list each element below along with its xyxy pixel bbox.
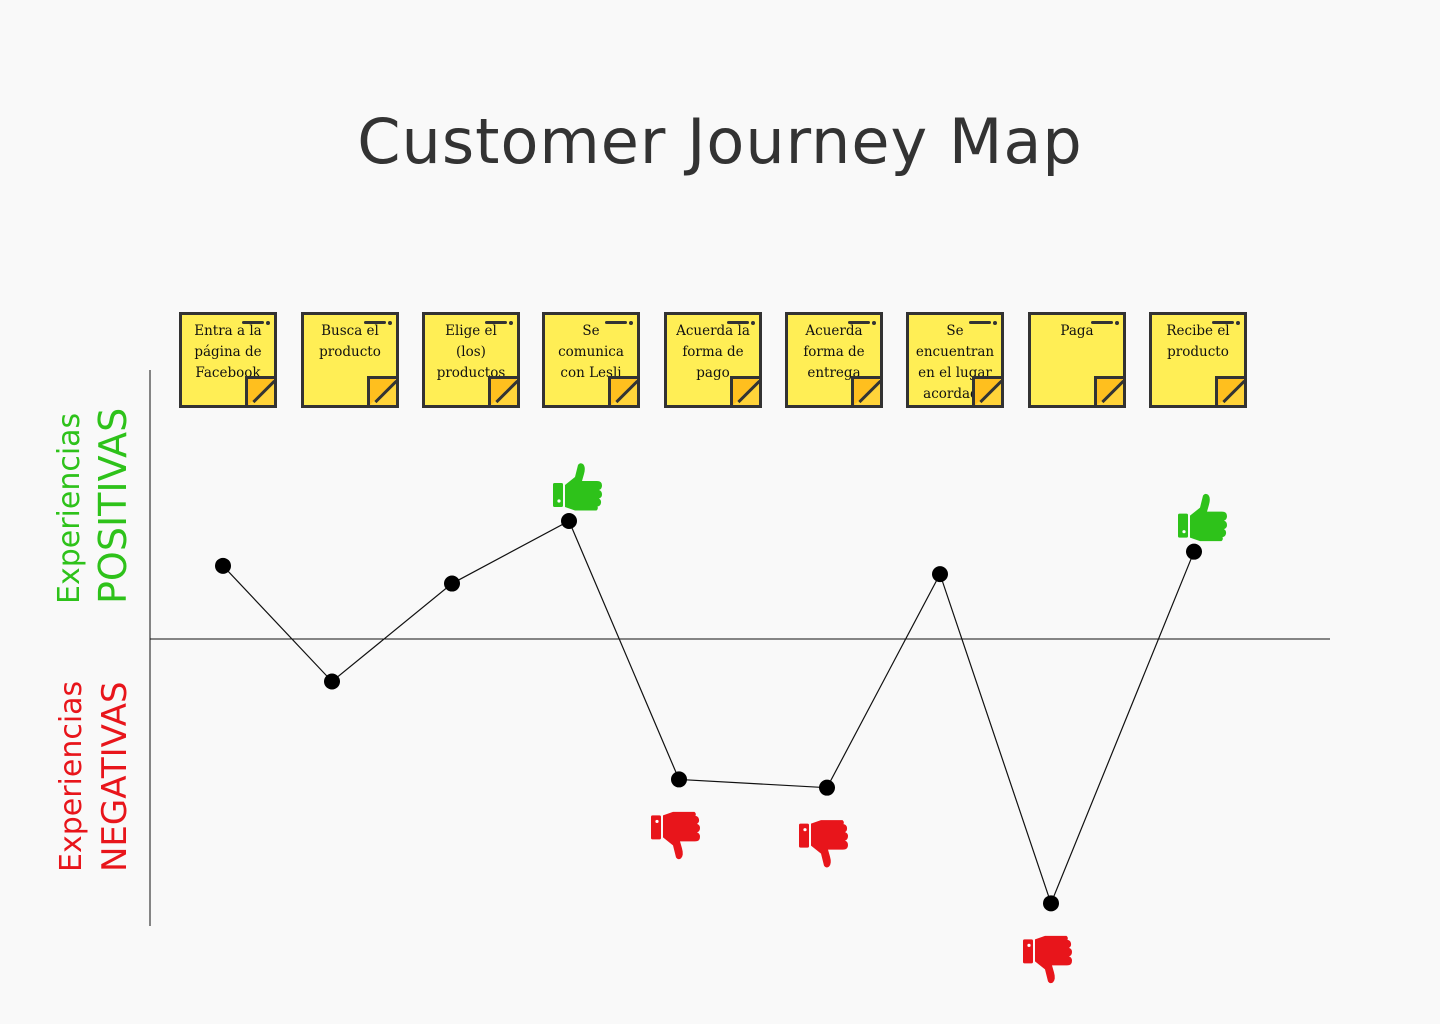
thumbs-up-icon <box>1178 493 1227 542</box>
step-note-label: Se comunica con Lesli <box>558 323 624 381</box>
page-title: Customer Journey Map <box>357 105 1083 178</box>
step-note-label: Se encuentran en el lugar acordado <box>915 323 995 402</box>
step-note: Recibe el producto <box>1149 312 1247 408</box>
step-note-label: Busca el producto <box>319 323 381 360</box>
journey-point <box>215 557 231 574</box>
journey-point <box>1043 895 1059 912</box>
journey-point <box>932 566 948 583</box>
note-fold-icon <box>608 376 637 405</box>
step-note-label: Acuerda forma de entrega <box>803 323 865 381</box>
step-note: Se comunica con Lesli <box>542 312 640 408</box>
note-fold-icon <box>1215 376 1244 405</box>
note-pin-icon <box>485 320 513 325</box>
step-note-label: Recibe el producto <box>1166 323 1230 360</box>
note-pin-icon <box>1212 320 1240 325</box>
journey-point <box>1186 543 1202 560</box>
note-pin-icon <box>364 320 392 325</box>
journey-point <box>444 575 460 592</box>
thumbs-down-icon <box>651 811 700 860</box>
step-note-label: Paga <box>1060 323 1094 339</box>
note-fold-icon <box>367 376 396 405</box>
note-fold-icon <box>245 376 274 405</box>
note-pin-icon <box>727 320 755 325</box>
note-fold-icon <box>1094 376 1123 405</box>
journey-point <box>561 513 577 529</box>
note-fold-icon <box>972 376 1001 405</box>
thumbs-down-icon <box>799 820 848 868</box>
note-fold-icon <box>488 376 517 405</box>
step-note: Se encuentran en el lugar acordado <box>906 312 1004 408</box>
journey-point <box>671 771 687 788</box>
journey-point <box>819 779 835 796</box>
note-fold-icon <box>851 376 880 405</box>
journey-points <box>215 513 1202 912</box>
thumbs-down-icon <box>1023 935 1072 984</box>
step-note: Acuerda la forma de pago <box>664 312 762 408</box>
reaction-icons <box>553 463 1227 984</box>
note-pin-icon <box>1091 320 1119 325</box>
journey-line <box>222 520 1195 906</box>
step-note: Acuerda forma de entrega <box>785 312 883 408</box>
journey-point <box>324 673 340 690</box>
note-pin-icon <box>605 320 633 325</box>
note-fold-icon <box>730 376 759 405</box>
step-note: Busca el producto <box>301 312 399 408</box>
note-pin-icon <box>969 320 997 325</box>
note-pin-icon <box>848 320 876 325</box>
step-note: Elige el (los) productos <box>422 312 520 408</box>
step-note-label: Acuerda la forma de pago <box>676 323 750 381</box>
thumbs-up-icon <box>553 463 602 511</box>
note-pin-icon <box>242 320 270 325</box>
step-note: Paga <box>1028 312 1126 408</box>
step-note: Entra a la página de Facebook <box>179 312 277 408</box>
